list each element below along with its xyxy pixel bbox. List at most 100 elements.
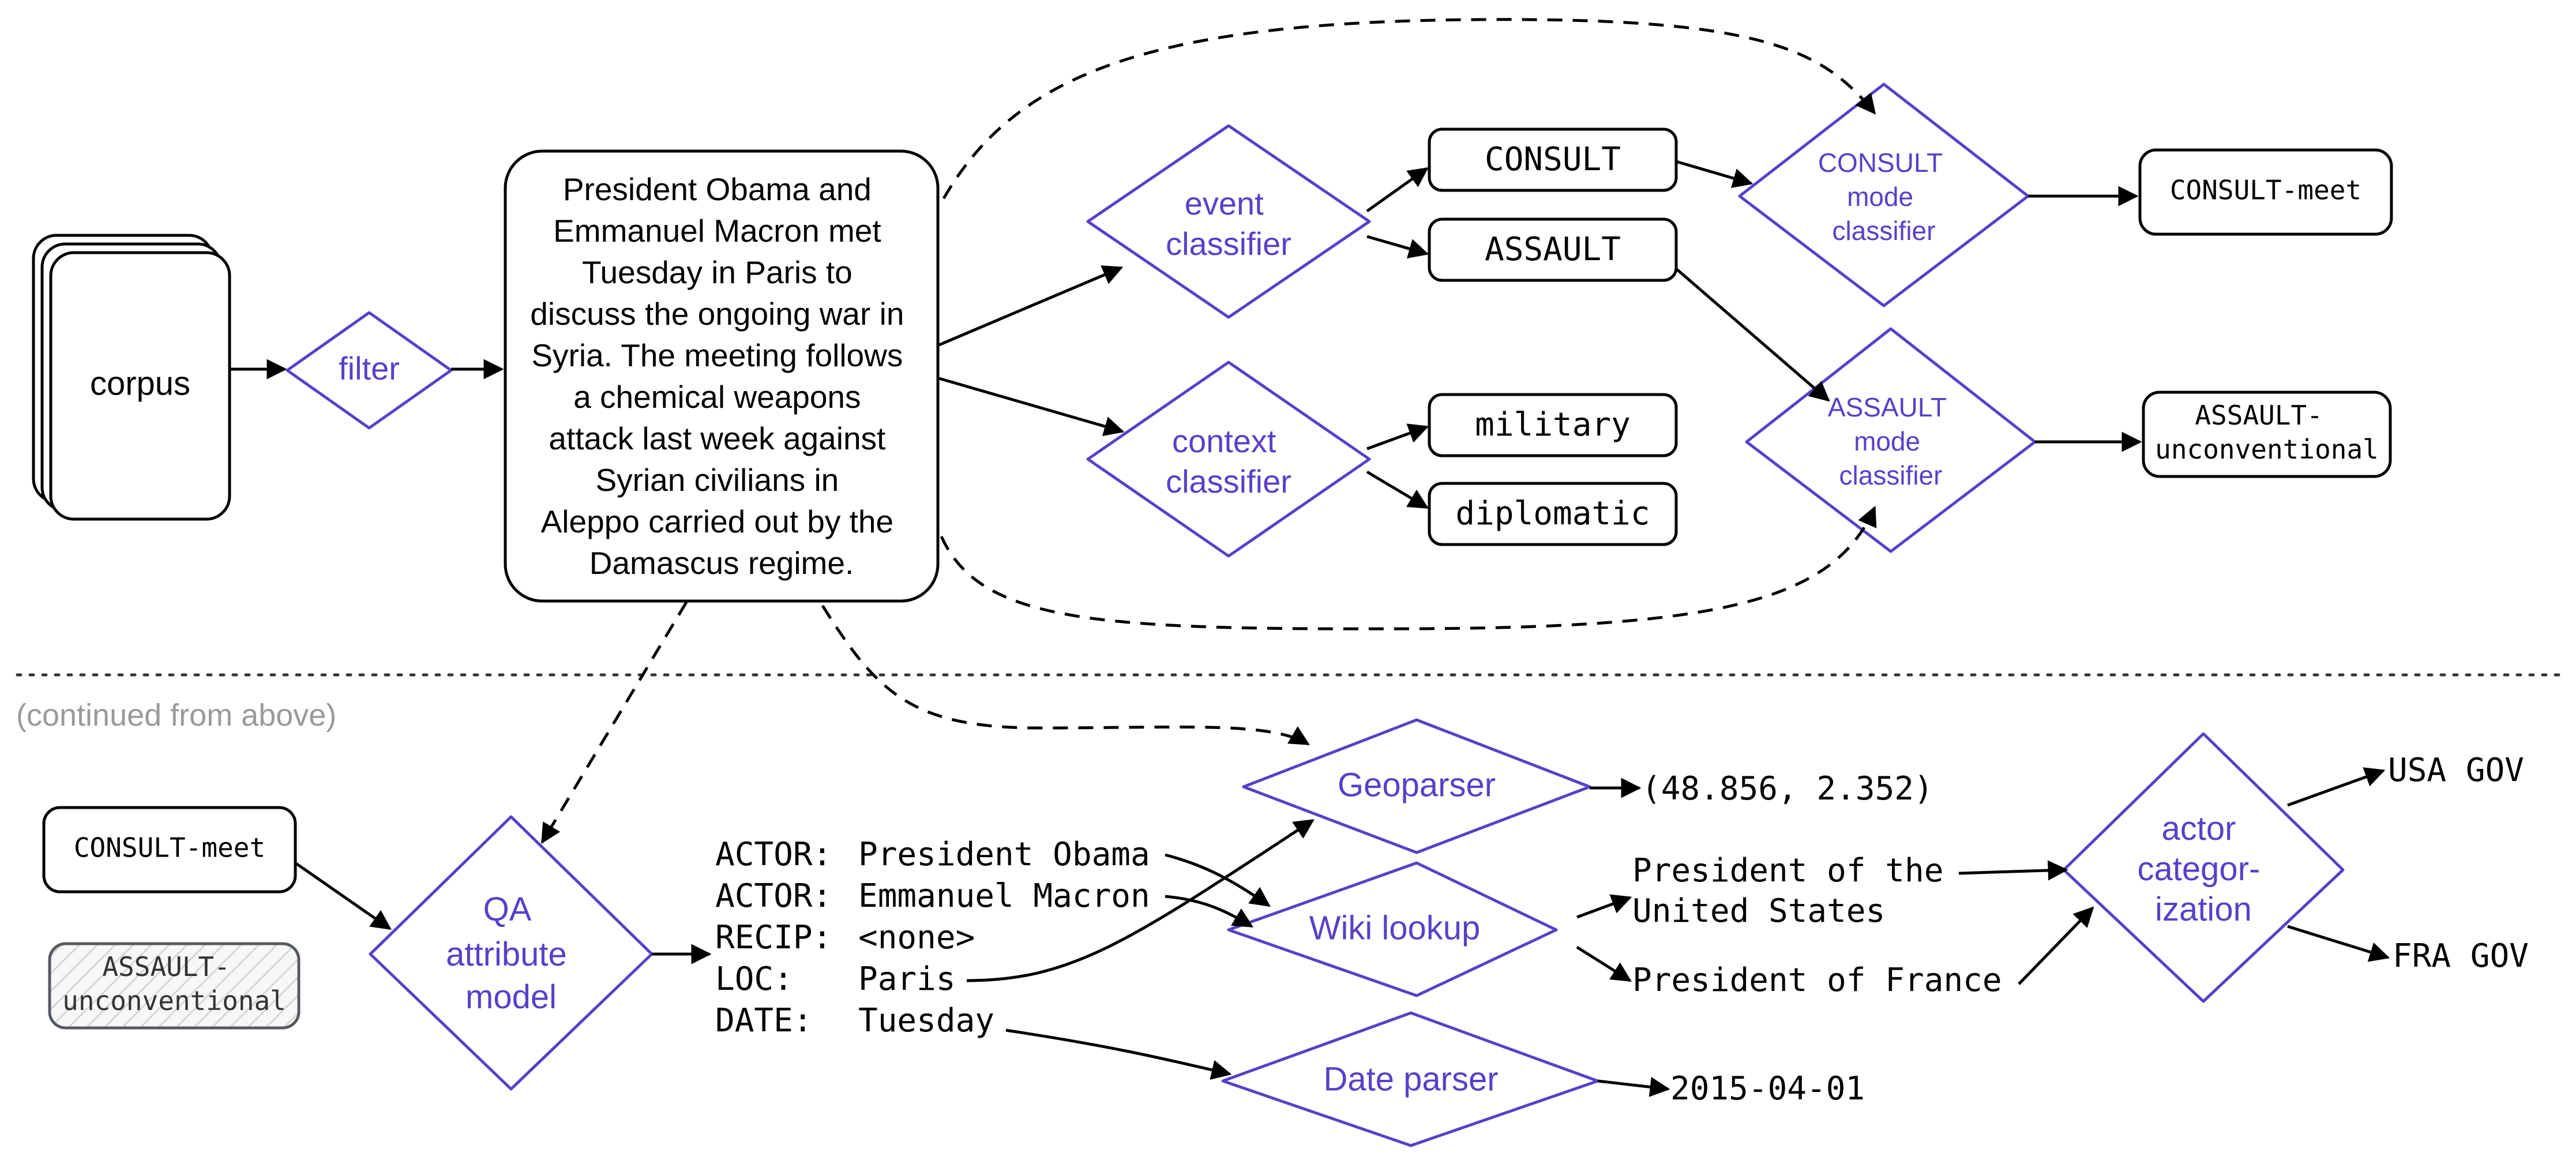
edge-context-military: [1366, 423, 1429, 451]
attribute-value: <none>: [858, 919, 975, 956]
edge-document-context: [938, 377, 1125, 437]
context-classifier-label: context: [1172, 423, 1276, 459]
svg-text:QA attribute model: QA attribute model: [446, 891, 576, 1016]
attribute-value: Emmanuel Macron: [858, 877, 1150, 915]
svg-text:event classifier: event classifier: [1166, 185, 1291, 262]
context-classifier-node: context classifier: [1086, 361, 1371, 558]
corpus-node: corpus: [32, 234, 231, 521]
edge-document-consult-mode-dashed: [942, 18, 1876, 200]
attribute-key: LOC:: [715, 960, 793, 998]
assault-unconventional-label: unconventional: [2155, 434, 2379, 465]
svg-text:context classifier: context classifier: [1166, 423, 1291, 500]
svg-text:actor categor- iza: actor categor- ization: [2138, 810, 2270, 928]
filter-label: filter: [339, 350, 400, 386]
edge-event-consult: [1366, 167, 1429, 213]
consult-mode-classifier-label: mode: [1847, 182, 1913, 212]
consult-node: CONSULT: [1428, 127, 1678, 192]
lower-assault-unconventional-label: ASSAULT-: [102, 951, 230, 982]
actor-categorization-label: ization: [2155, 891, 2252, 928]
event-classifier-label: classifier: [1166, 226, 1291, 262]
svg-text:CONSULT mode class: CONSULT mode classifier: [1818, 148, 1950, 246]
document-line: a chemical weapons: [573, 379, 861, 415]
qa-attribute-model-label: model: [465, 978, 557, 1016]
qa-attribute-model-label: attribute: [446, 936, 567, 973]
fra-gov-value: FRA GOV: [2393, 937, 2529, 975]
usa-gov-value: USA GOV: [2388, 752, 2524, 789]
document-line: attack last week against: [549, 421, 885, 456]
attribute-value: Tuesday: [858, 1002, 994, 1039]
assault-mode-classifier-label: classifier: [1839, 460, 1943, 490]
attribute-list: ACTOR: President Obama ACTOR: Emmanuel M…: [715, 836, 1150, 1039]
edge-actor-fra: [2287, 925, 2390, 962]
edge-consult-mode: [1676, 160, 1753, 188]
document-line: Damascus regime.: [589, 545, 854, 581]
edge-dateparser-date: [1597, 1077, 1670, 1097]
edge-document-geoparser-dashed: [821, 605, 1310, 746]
qa-attribute-model-label: QA: [483, 891, 532, 928]
attribute-key: ACTOR:: [715, 877, 832, 915]
event-classifier-node: event classifier: [1086, 124, 1371, 319]
svg-text:President of the United St: President of the United States: [1632, 852, 1963, 930]
edge-loc-geoparser: [966, 819, 1315, 982]
edge-actor2-wiki: [1165, 895, 1254, 928]
document-node: President Obama and Emmanuel Macron met …: [504, 149, 940, 603]
edge-event-assault: [1366, 235, 1429, 259]
edge-document-event: [938, 265, 1124, 347]
attribute-value: Paris: [858, 960, 956, 998]
president-us-value: President of the: [1632, 852, 1943, 889]
date-parser-node: Date parser: [1221, 1011, 1599, 1147]
consult-meet-node: CONSULT-meet: [2138, 148, 2393, 236]
svg-text:ASSAULT mode class: ASSAULT mode classifier: [1828, 392, 1954, 490]
document-line: discuss the ongoing war in: [530, 296, 904, 332]
diplomatic-label: diplomatic: [1455, 495, 1650, 532]
edge-document-assault-mode-dashed: [940, 505, 1877, 630]
svg-text:ASSAULT- unconventional: ASSAULT- unconventional: [2155, 400, 2379, 465]
wiki-lookup-node: Wiki lookup: [1227, 861, 1558, 997]
document-line: President Obama and: [563, 171, 872, 207]
assault-node: ASSAULT: [1428, 217, 1678, 282]
consult-meet-label: CONSULT-meet: [2170, 175, 2361, 206]
filter-node: filter: [286, 311, 453, 430]
edge-actor-usa: [2287, 767, 2386, 807]
assault-unconventional-label: ASSAULT-: [2195, 400, 2323, 431]
edge-context-diplomatic: [1366, 470, 1429, 509]
attribute-key: RECIP:: [715, 919, 832, 956]
edge-president-fr-actor: [2018, 906, 2094, 985]
military-label: military: [1475, 406, 1631, 444]
context-classifier-label: classifier: [1166, 463, 1291, 500]
edge-document-qa-dashed: [540, 601, 688, 844]
actor-categorization-node: actor categor- ization: [2062, 732, 2345, 1003]
assault-label: ASSAULT: [1485, 231, 1621, 268]
attribute-value: President Obama: [858, 836, 1150, 873]
event-classifier-label: event: [1185, 185, 1264, 222]
svg-text:ASSAULT- unconventional: ASSAULT- unconventional: [62, 951, 286, 1016]
geoparser-label: Geoparser: [1338, 766, 1496, 804]
attribute-key: DATE:: [715, 1002, 813, 1039]
coordinates-value: (48.856, 2.352): [1642, 770, 1933, 808]
corpus-label: corpus: [90, 365, 190, 402]
document-line: Syrian civilians in: [595, 462, 839, 498]
actor-categorization-label: categor-: [2138, 850, 2260, 888]
edge-wiki-president-us: [1576, 894, 1632, 919]
consult-label: CONSULT: [1485, 141, 1621, 178]
assault-mode-classifier-label: mode: [1854, 426, 1920, 456]
qa-attribute-model-node: QA attribute model: [369, 815, 654, 1091]
date-value: 2015-04-01: [1670, 1070, 1865, 1108]
actor-categorization-label: actor: [2161, 810, 2236, 847]
edge-wiki-president-fr: [1576, 945, 1632, 982]
president-fr-value: President of France: [1632, 962, 2002, 999]
document-line: Aleppo carried out by the: [541, 504, 894, 539]
document-line: Syria. The meeting follows: [531, 337, 903, 373]
assault-unconventional-node: ASSAULT- unconventional: [2142, 391, 2392, 478]
assault-mode-classifier-label: ASSAULT: [1828, 392, 1947, 422]
military-node: military: [1428, 393, 1678, 457]
document-line: Tuesday in Paris to: [582, 254, 853, 290]
consult-mode-classifier-label: CONSULT: [1818, 148, 1943, 178]
edge-assault-mode: [1675, 268, 1830, 402]
continued-label: (continued from above): [16, 698, 336, 733]
diplomatic-node: diplomatic: [1428, 482, 1678, 546]
lower-consult-meet-label: CONSULT-meet: [74, 832, 265, 864]
attribute-key: ACTOR:: [715, 836, 832, 873]
document-text: President Obama and Emmanuel Macron met …: [530, 171, 913, 581]
lower-assault-unconventional-node: ASSAULT- unconventional: [48, 942, 301, 1030]
